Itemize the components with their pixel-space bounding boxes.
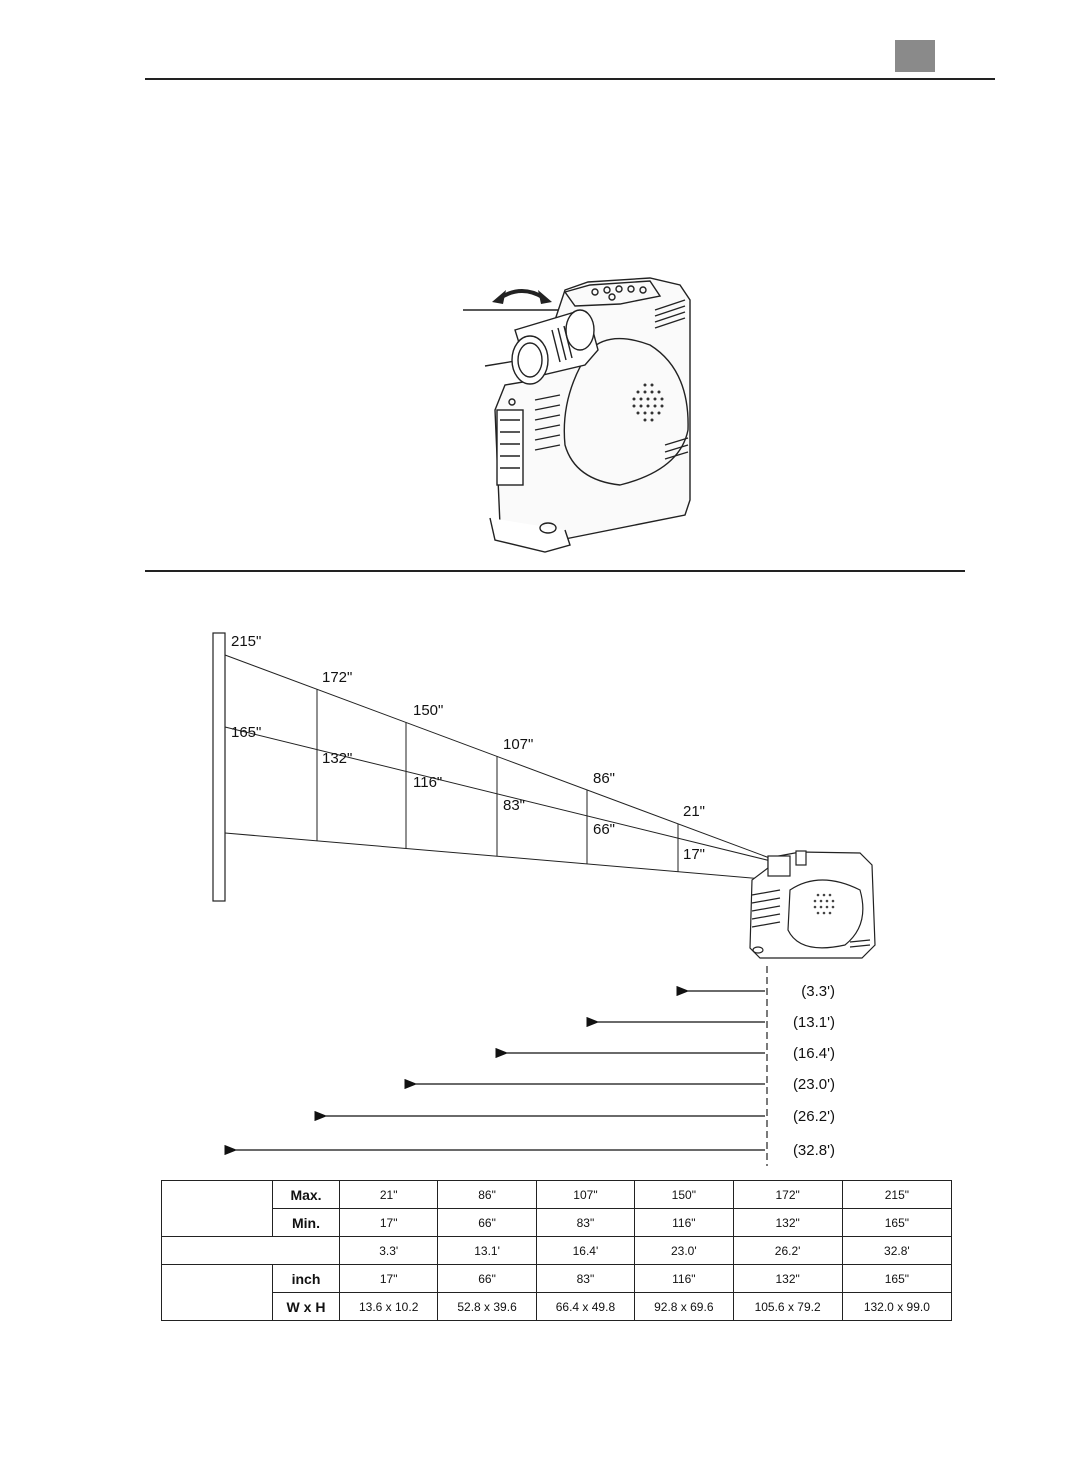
distance-label: (3.3') bbox=[801, 983, 835, 1000]
table-cell: 17" bbox=[338, 1264, 439, 1293]
row-label-min: Min. bbox=[272, 1208, 340, 1237]
table-cell: 13.6 x 10.2 bbox=[338, 1292, 439, 1321]
projection-screen bbox=[212, 632, 226, 902]
table-row: 3.3' 13.1' 16.4' 23.0' 26.2' 32.8' bbox=[161, 1236, 953, 1265]
table-row: Min. 17" 66" 83" 116" 132" 165" bbox=[162, 1208, 953, 1237]
min-size-label: 116" bbox=[413, 774, 442, 791]
max-size-label: 86" bbox=[593, 770, 615, 787]
table-cell: 23.0' bbox=[634, 1236, 734, 1265]
table-row: inch 17" 66" 83" 116" 132" 165" bbox=[161, 1264, 953, 1321]
page-tab-marker bbox=[895, 40, 935, 72]
table-cell: 83" bbox=[535, 1208, 636, 1237]
table-cell: 92.8 x 69.6 bbox=[634, 1292, 734, 1321]
table-cell: 116" bbox=[634, 1208, 734, 1237]
min-size-label: 83" bbox=[503, 797, 525, 814]
table-cell: 132" bbox=[732, 1264, 843, 1293]
table-cell: 21" bbox=[338, 1180, 439, 1209]
table-cell: 66.4 x 49.8 bbox=[535, 1292, 636, 1321]
section-rule bbox=[145, 570, 965, 572]
projection-diagram: 215" 172" 150" 107" 86" 21" 165" 132" 116" 83" 66"… bbox=[212, 632, 876, 1166]
projector-illustration bbox=[463, 277, 691, 553]
table-cell: 172" bbox=[732, 1180, 843, 1209]
distance-group-cell bbox=[161, 1236, 340, 1265]
header-rule bbox=[145, 78, 995, 80]
table-cell: 3.3' bbox=[338, 1236, 439, 1265]
table-cell: 16.4' bbox=[535, 1236, 636, 1265]
table-cell: 26.2' bbox=[732, 1236, 843, 1265]
table-cell: 165" bbox=[841, 1208, 953, 1237]
max-size-label: 107" bbox=[503, 736, 533, 753]
distance-label: (23.0') bbox=[793, 1076, 835, 1093]
distance-label: (26.2') bbox=[793, 1108, 835, 1125]
table-cell: 52.8 x 39.6 bbox=[437, 1292, 537, 1321]
row-label-inch: inch bbox=[272, 1264, 340, 1293]
max-size-label: 21" bbox=[683, 803, 705, 820]
min-size-label: 165" bbox=[231, 724, 261, 741]
screen-diagonal-group-cell bbox=[161, 1180, 273, 1237]
table-cell: 86" bbox=[437, 1180, 537, 1209]
distance-label: (16.4') bbox=[793, 1045, 835, 1062]
table-row: Max. 21" 86" 107" 150" 172" 215" bbox=[161, 1180, 953, 1237]
table-cell: 105.6 x 79.2 bbox=[732, 1292, 843, 1321]
table-row: W x H 13.6 x 10.2 52.8 x 39.6 66.4 x 49.… bbox=[162, 1292, 953, 1321]
table-cell: 215" bbox=[841, 1180, 953, 1209]
distance-label: (32.8') bbox=[793, 1142, 835, 1159]
table-cell: 32.8' bbox=[841, 1236, 953, 1265]
screen-size-group-cell bbox=[161, 1264, 273, 1321]
table-cell: 83" bbox=[535, 1264, 636, 1293]
max-size-label: 150" bbox=[413, 702, 443, 719]
screen-size-table: Max. 21" 86" 107" 150" 172" 215" Min. 17… bbox=[161, 1180, 953, 1321]
max-size-label: 215" bbox=[231, 633, 261, 650]
min-size-label: 17" bbox=[683, 846, 705, 863]
table-cell: 150" bbox=[634, 1180, 734, 1209]
table-cell: 132.0 x 99.0 bbox=[841, 1292, 953, 1321]
table-cell: 66" bbox=[437, 1264, 537, 1293]
min-size-label: 132" bbox=[322, 750, 352, 767]
table-cell: 116" bbox=[634, 1264, 734, 1293]
distance-label: (13.1') bbox=[793, 1014, 835, 1031]
speaker-grille bbox=[632, 383, 664, 422]
min-size-label: 66" bbox=[593, 821, 615, 838]
max-size-label: 172" bbox=[322, 669, 352, 686]
table-cell: 66" bbox=[437, 1208, 537, 1237]
row-label-max: Max. bbox=[272, 1180, 340, 1209]
table-cell: 132" bbox=[732, 1208, 843, 1237]
zoom-rotate-arrow-icon bbox=[498, 289, 546, 300]
table-cell: 17" bbox=[338, 1208, 439, 1237]
table-cell: 165" bbox=[841, 1264, 953, 1293]
projector-small-illustration bbox=[749, 850, 876, 959]
table-cell: 107" bbox=[535, 1180, 636, 1209]
table-cell: 13.1' bbox=[437, 1236, 537, 1265]
row-label-wxh: W x H bbox=[272, 1292, 340, 1321]
